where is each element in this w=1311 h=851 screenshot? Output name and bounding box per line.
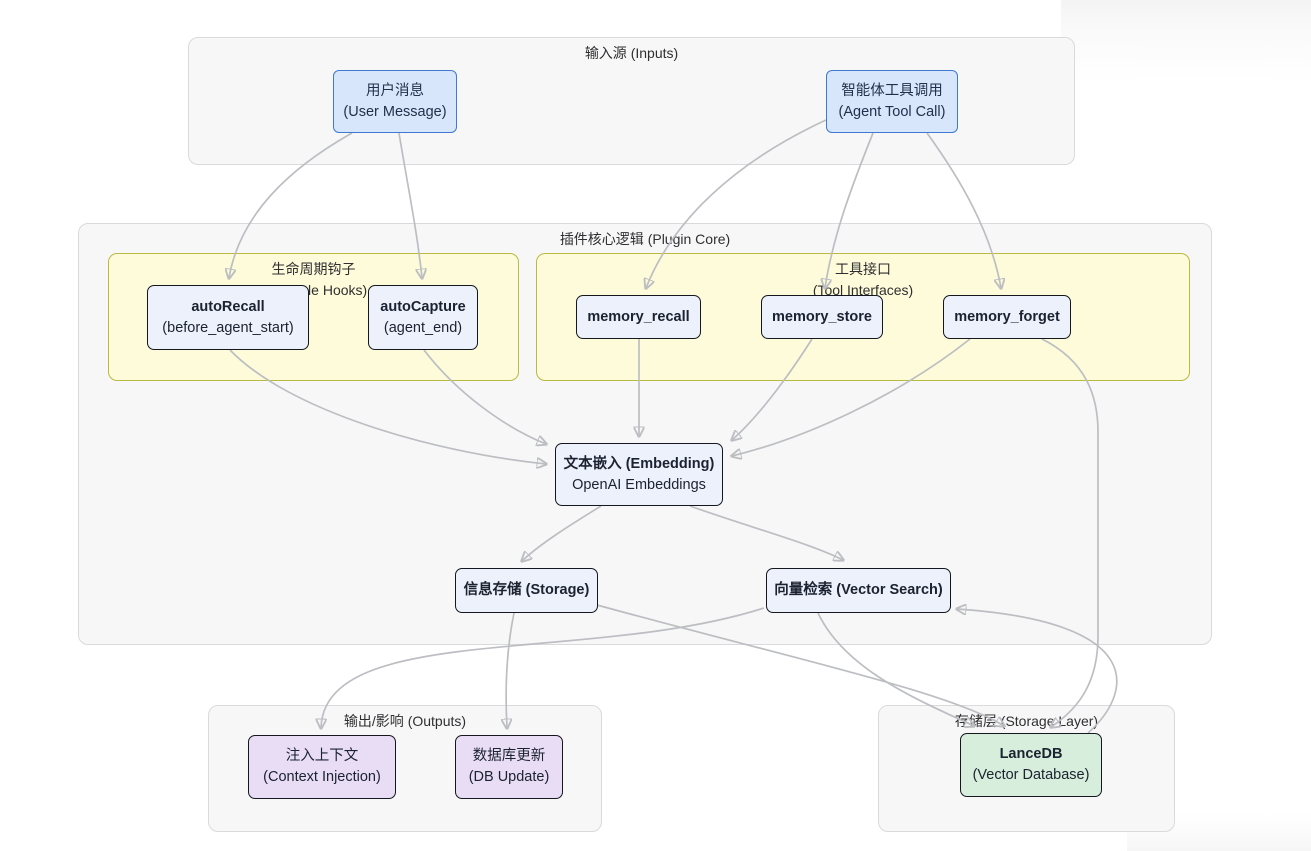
container-inputs-label: 输入源 (Inputs) <box>584 45 679 61</box>
node-memory-store: memory_store <box>761 295 883 339</box>
node-agent-tool-call: 智能体工具调用 (Agent Tool Call) <box>826 70 958 133</box>
node-lancedb: LanceDB (Vector Database) <box>960 733 1102 797</box>
node-context-injection: 注入上下文 (Context Injection) <box>248 735 396 799</box>
node-vector-search: 向量检索 (Vector Search) <box>766 568 951 613</box>
node-storage: 信息存储 (Storage) <box>455 568 598 613</box>
node-auto-recall: autoRecall (before_agent_start) <box>147 285 309 350</box>
container-plugin-core-label: 插件核心逻辑 (Plugin Core) <box>559 231 731 247</box>
node-embedding: 文本嵌入 (Embedding) OpenAI Embeddings <box>555 443 723 506</box>
node-memory-forget: memory_forget <box>943 295 1071 339</box>
container-tool-interfaces-label: 工具接口 (Tool Interfaces) <box>812 261 914 298</box>
top-right-corner-shade <box>1061 0 1311 82</box>
node-user-message: 用户消息 (User Message) <box>333 70 457 133</box>
node-db-update: 数据库更新 (DB Update) <box>455 735 563 799</box>
container-storage-layer-label: 存储层 (Storage Layer) <box>954 713 1099 729</box>
node-auto-capture: autoCapture (agent_end) <box>368 285 478 350</box>
container-outputs-label: 输出/影响 (Outputs) <box>343 713 467 729</box>
node-memory-recall: memory_recall <box>576 295 701 339</box>
